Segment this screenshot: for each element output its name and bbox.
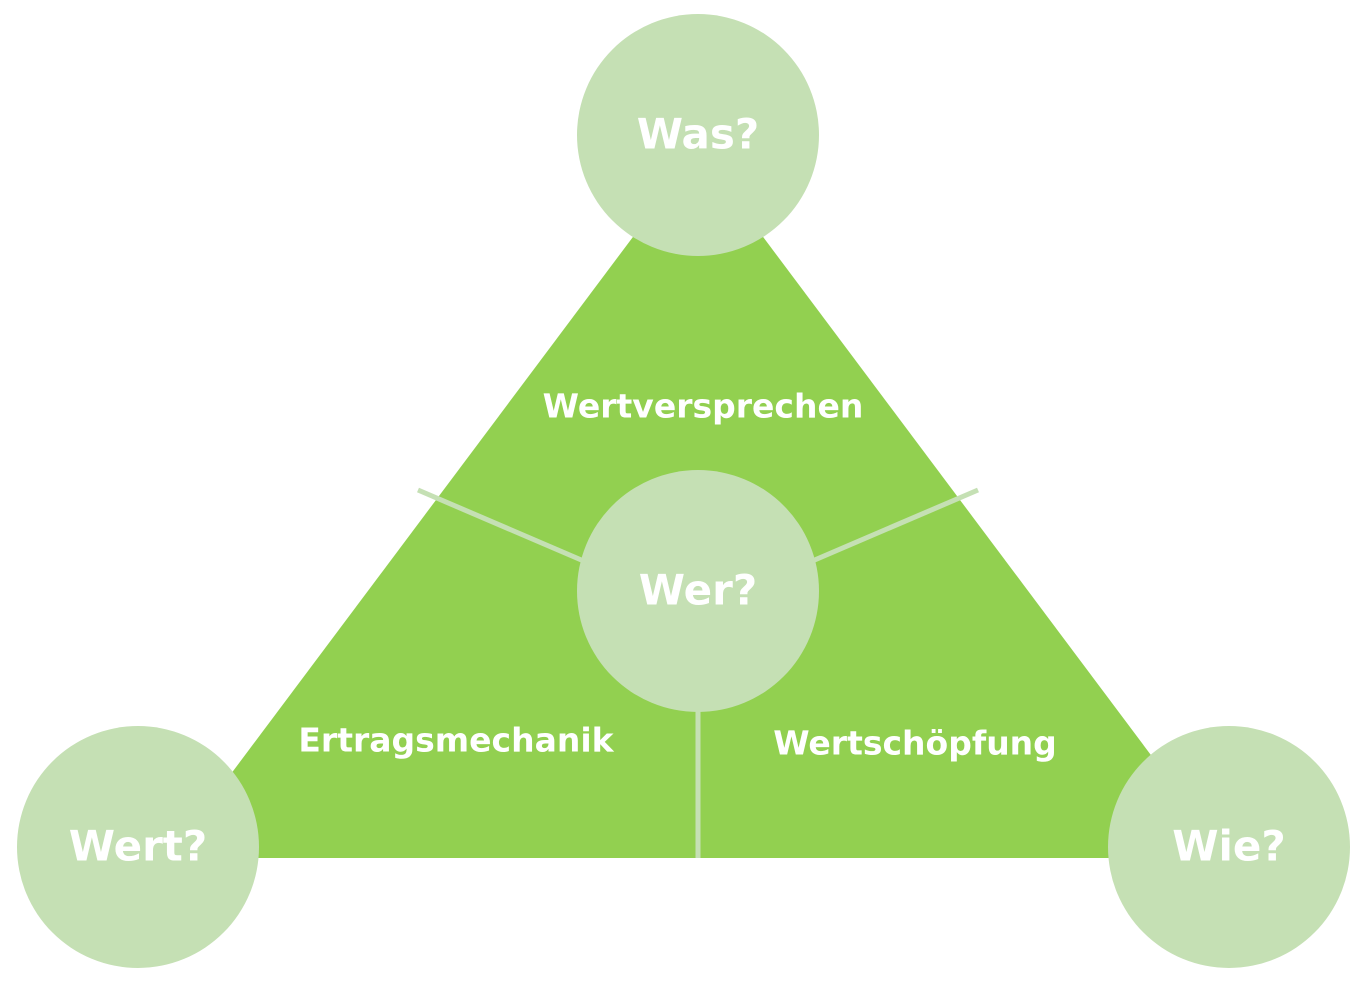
circle-wie: Wie? xyxy=(1108,726,1350,968)
circle-was: Was? xyxy=(577,14,819,256)
segment-label-wertschoepfung: Wertschöpfung xyxy=(773,724,1057,763)
circle-label-wer: Wer? xyxy=(639,566,757,615)
circle-label-wie: Wie? xyxy=(1172,822,1286,871)
circle-label-was: Was? xyxy=(637,110,760,159)
circle-label-wert: Wert? xyxy=(69,822,207,871)
segment-label-wertversprechen: Wertversprechen xyxy=(543,387,864,426)
segment-label-ertragsmechanik: Ertragsmechanik xyxy=(298,721,614,760)
divider-left xyxy=(417,487,601,571)
circle-wer: Wer? xyxy=(577,470,819,712)
divider-right xyxy=(795,487,979,571)
circle-wert: Wert? xyxy=(17,726,259,968)
